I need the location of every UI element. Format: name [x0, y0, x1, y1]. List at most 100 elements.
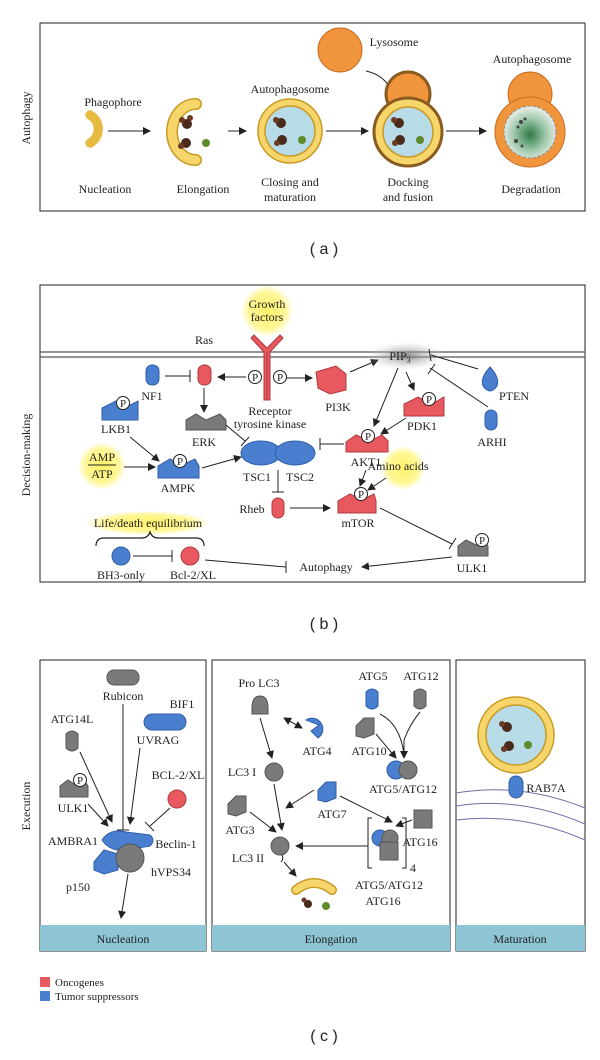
bh3-label: BH3-only	[97, 568, 145, 582]
ras-label: Ras	[195, 333, 213, 347]
pten-node	[481, 366, 499, 392]
svg-text:P: P	[177, 456, 183, 468]
panel-a-side-label: Autophagy	[19, 91, 33, 144]
panel-a: Autophagy Phagophore Nucleation Elongati…	[19, 22, 586, 212]
rubicon-node	[106, 669, 140, 686]
atg16-node	[413, 809, 433, 829]
beclin1-complex	[93, 830, 154, 875]
panel-a-caption: ( a )	[310, 241, 338, 258]
erk-label: ERK	[192, 435, 216, 449]
uvrag-label: UVRAG	[137, 733, 180, 747]
nucleation-footer-label: Nucleation	[97, 932, 150, 946]
complex-label-2: ATG16	[365, 894, 400, 908]
autophagosome-label-2: Autophagosome	[493, 52, 572, 66]
erk-node	[185, 413, 227, 431]
life-death-label: Life/death equilibrium	[94, 516, 203, 530]
pi3k-label: PI3K	[325, 400, 351, 414]
pi3k-node	[315, 365, 347, 395]
atg4-node	[304, 717, 324, 739]
ras-node	[197, 364, 212, 386]
atp-label: ATP	[91, 467, 113, 481]
tsc2-label: TSC2	[286, 470, 314, 484]
docking-label-2: and fusion	[383, 190, 433, 204]
nf1-node	[145, 364, 160, 386]
atg5-node	[365, 688, 379, 710]
svg-text:P: P	[358, 489, 364, 501]
lc3i-node	[264, 762, 284, 782]
amp-label: AMP	[89, 450, 115, 464]
docking-shape	[372, 70, 444, 168]
p150-label: p150	[66, 880, 90, 894]
ambra1-label: AMBRA1	[48, 834, 98, 848]
rab7a-label: RAB7A	[526, 781, 566, 795]
atg10-label: ATG10	[351, 744, 386, 758]
svg-text:P: P	[426, 394, 432, 406]
maturation-footer	[456, 925, 585, 951]
lc3ii-node	[270, 836, 290, 856]
pdk1-label: PDK1	[407, 419, 437, 433]
receptor-label-2: tyrosine kinase	[234, 417, 306, 431]
rheb-node	[271, 497, 285, 519]
elongation-footer	[212, 925, 450, 951]
rheb-label: Rheb	[239, 502, 264, 516]
tsc2-node	[274, 440, 316, 466]
svg-text:P: P	[252, 372, 258, 384]
bcl2-node	[180, 546, 200, 566]
arhi-label: ARHI	[477, 435, 506, 449]
elongation-footer-label: Elongation	[305, 932, 358, 946]
atg3-node	[227, 795, 247, 817]
rubicon-label: Rubicon	[103, 689, 144, 703]
lc3i-label: LC3 I	[228, 765, 256, 779]
atg14l-label: ATG14L	[51, 712, 94, 726]
arhi-node	[484, 409, 498, 431]
akt1-node	[345, 434, 389, 453]
panel-c-side-label: Execution	[19, 782, 33, 831]
svg-text:P: P	[77, 775, 83, 787]
maturation-footer-label: Maturation	[493, 932, 546, 946]
hvps34-label: hVPS34	[151, 865, 191, 879]
ampk-node	[157, 458, 200, 479]
bif1-uvrag-node	[143, 713, 187, 731]
phagophore-label: Phagophore	[84, 95, 141, 109]
complex-4-label: 4	[410, 861, 416, 875]
receptor-label-1: Receptor	[248, 404, 291, 418]
growth-factors-label-1: Growth	[249, 297, 286, 311]
panel-c: Execution Nucleation Rubicon BIF1 UVRAG …	[19, 659, 586, 952]
closing-label-2: maturation	[264, 190, 316, 204]
docking-label-1: Docking	[387, 175, 428, 189]
svg-text:P: P	[365, 431, 371, 443]
ulk1-label-b: ULK1	[457, 561, 488, 575]
panel-b-side-label: Decision-making	[19, 414, 33, 497]
panel-c-caption: ( c )	[310, 1028, 338, 1045]
prolc3-label: Pro LC3	[238, 676, 279, 690]
lysosome-label: Lysosome	[370, 35, 419, 49]
autophagosome-c	[477, 696, 555, 774]
elongation-label: Elongation	[177, 182, 230, 196]
legend-suppressor-label: Tumor suppressors	[55, 991, 139, 1003]
bcl2-label: Bcl-2/XL	[170, 568, 216, 582]
beclin1-label: Beclin-1	[155, 837, 196, 851]
atg14l-node	[65, 730, 79, 752]
mtor-label: mTOR	[341, 516, 374, 530]
bcl2xl-node	[167, 789, 187, 809]
growth-factors-label-2: factors	[251, 310, 284, 324]
atg4-label: ATG4	[302, 744, 331, 758]
panel-b-caption: ( b )	[310, 616, 338, 633]
tsc1-label: TSC1	[243, 470, 271, 484]
complex-label-1: ATG5/ATG12	[355, 878, 423, 892]
autophagosome-label-1: Autophagosome	[251, 82, 330, 96]
rab7a-node	[508, 775, 524, 799]
receptor-tyrosine-kinase: P P	[248, 334, 287, 401]
elongation-shape	[166, 98, 210, 166]
bh3-node	[111, 546, 131, 566]
mtor-node	[337, 493, 377, 514]
panel-b: Decision-making Growth factors P P Recep…	[19, 284, 586, 583]
svg-text:P: P	[120, 398, 126, 410]
legend-suppressor-swatch	[40, 991, 50, 1001]
degradation-label: Degradation	[501, 182, 560, 196]
atg5-label: ATG5	[358, 669, 387, 683]
prolc3-node	[251, 695, 269, 715]
bcl2xl-label: BCL-2/XL	[152, 768, 205, 782]
akt1-label: AKT1	[351, 455, 382, 469]
